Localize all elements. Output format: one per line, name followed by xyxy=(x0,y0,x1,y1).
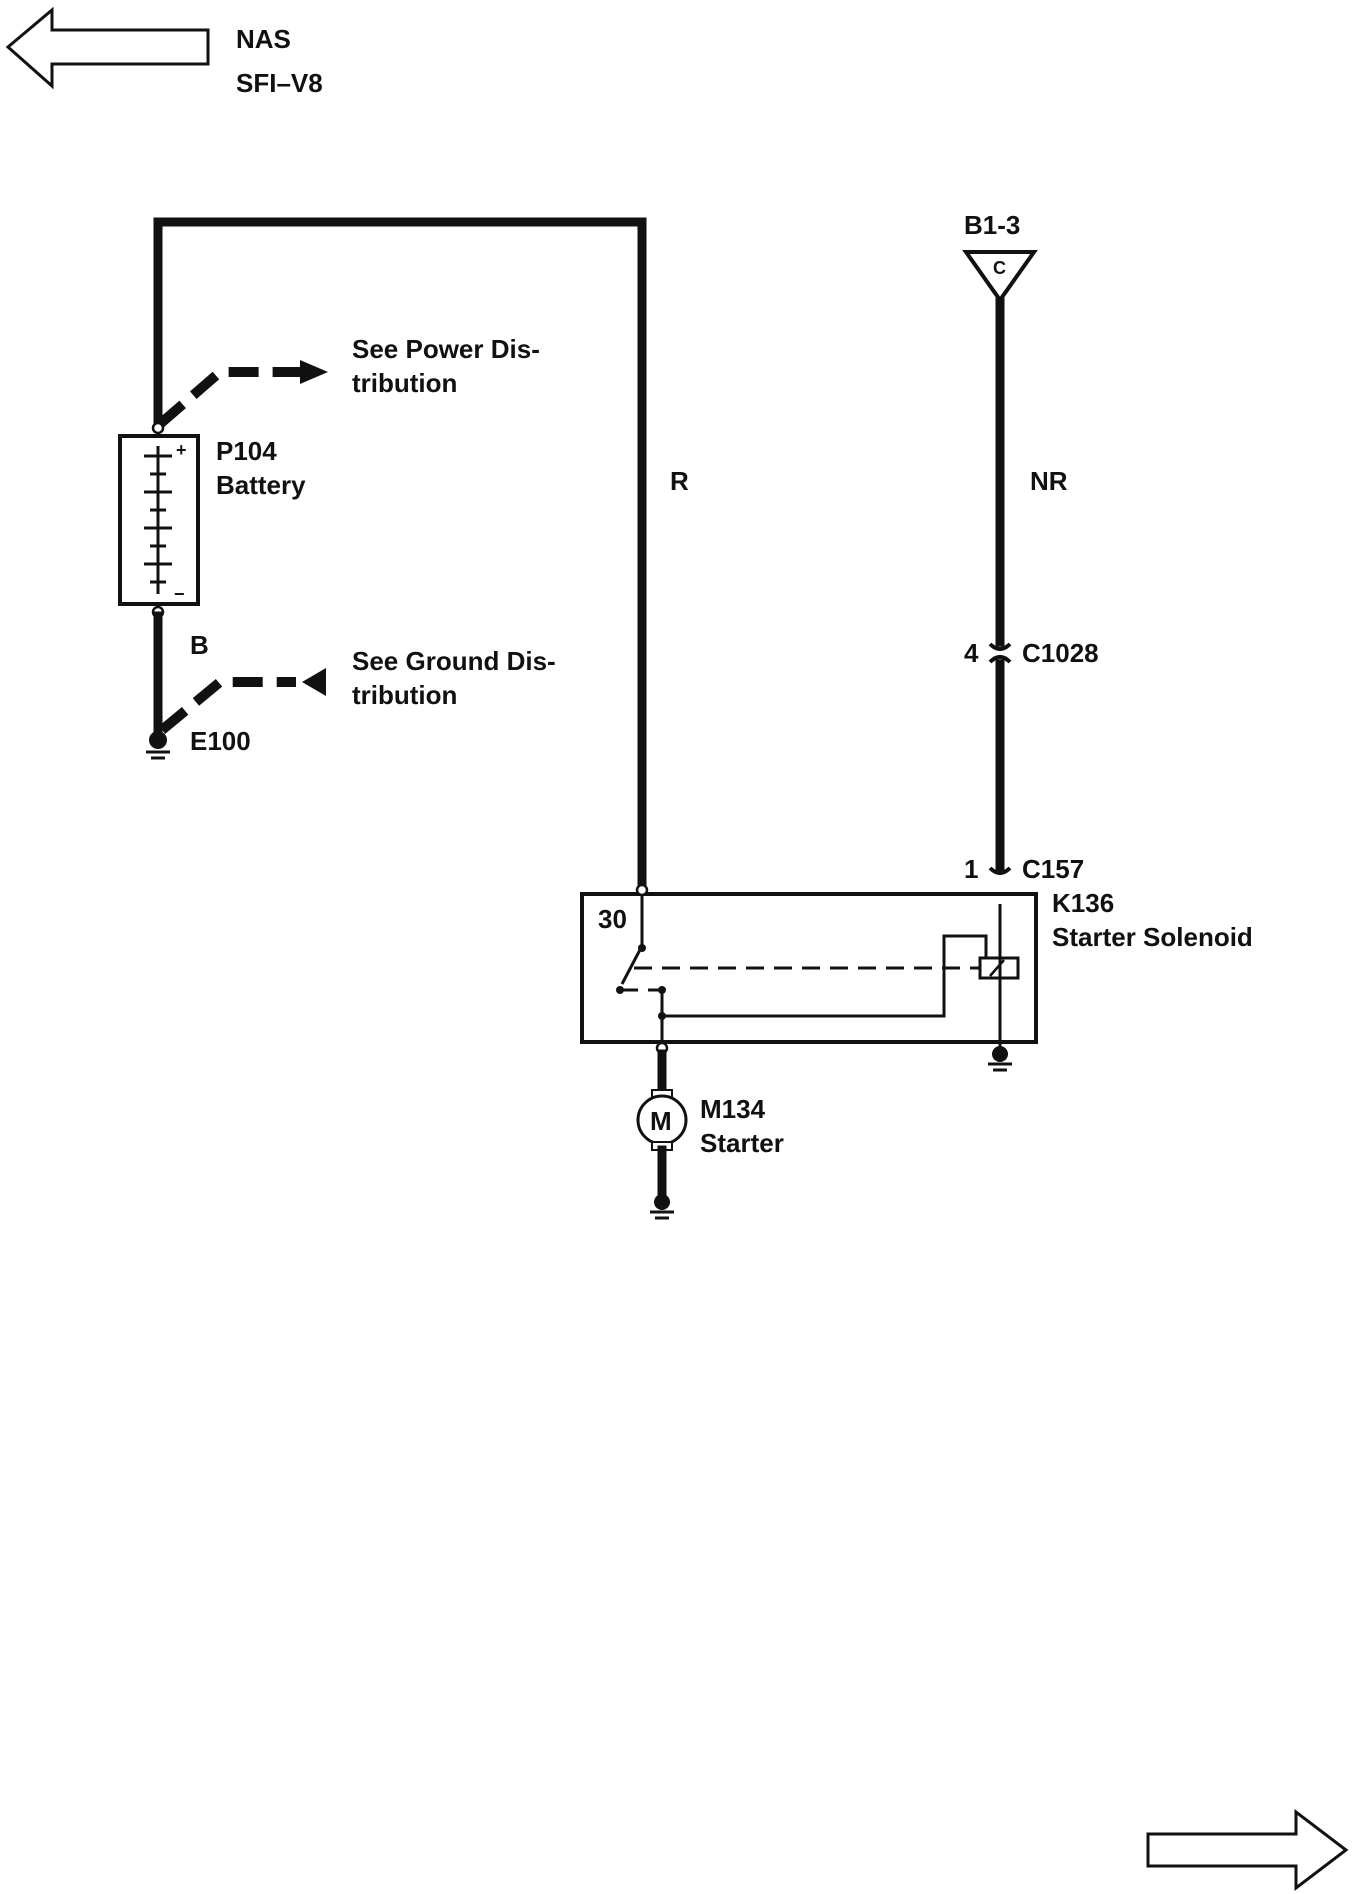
ground-e100-label: E100 xyxy=(190,726,251,756)
battery-ref: P104 xyxy=(216,436,277,466)
starter-name: Starter xyxy=(700,1128,784,1158)
solenoid-ground-icon xyxy=(988,1046,1012,1072)
connector-c1028-label: C1028 xyxy=(1022,638,1099,668)
ground-ref-line1: See Ground Dis- xyxy=(352,646,556,676)
battery-symbol xyxy=(118,421,200,619)
ground-distribution-ref xyxy=(158,668,326,734)
battery-minus: − xyxy=(174,584,185,604)
connector-c157-pin: 1 xyxy=(964,854,978,884)
solenoid-terminal-30: 30 xyxy=(598,904,627,934)
connector-b1-pin: C xyxy=(993,258,1006,278)
solenoid-ref: K136 xyxy=(1052,888,1114,918)
wire-red xyxy=(153,217,647,895)
prev-page-arrow-icon[interactable] xyxy=(5,6,210,90)
wire-label-red: R xyxy=(670,466,689,496)
wire-label-nr: NR xyxy=(1030,466,1068,496)
wire-label-black: B xyxy=(190,630,209,660)
header-engine: SFI–V8 xyxy=(236,68,323,98)
starter-ref: M134 xyxy=(700,1094,766,1124)
connector-c157-label: C157 xyxy=(1022,854,1084,884)
connector-c1028-symbol xyxy=(988,642,1012,664)
battery-name: Battery xyxy=(216,470,306,500)
solenoid-name: Starter Solenoid xyxy=(1052,922,1253,952)
power-ref-line2: tribution xyxy=(352,368,457,398)
ground-ref-line2: tribution xyxy=(352,680,457,710)
starter-symbol: M xyxy=(650,1106,672,1136)
ground-e100-icon xyxy=(146,731,170,760)
starter-solenoid xyxy=(580,883,1038,1056)
next-page-arrow-icon[interactable] xyxy=(1146,1808,1349,1892)
starter-ground-icon xyxy=(650,1194,674,1220)
battery-plus: + xyxy=(176,440,187,460)
connector-c1028-pin: 4 xyxy=(964,638,979,668)
header-nas: NAS xyxy=(236,24,291,54)
power-ref-line1: See Power Dis- xyxy=(352,334,540,364)
connector-b1-triangle xyxy=(962,250,1038,304)
connector-b1-label: B1-3 xyxy=(964,210,1020,240)
power-distribution-ref xyxy=(156,360,328,428)
